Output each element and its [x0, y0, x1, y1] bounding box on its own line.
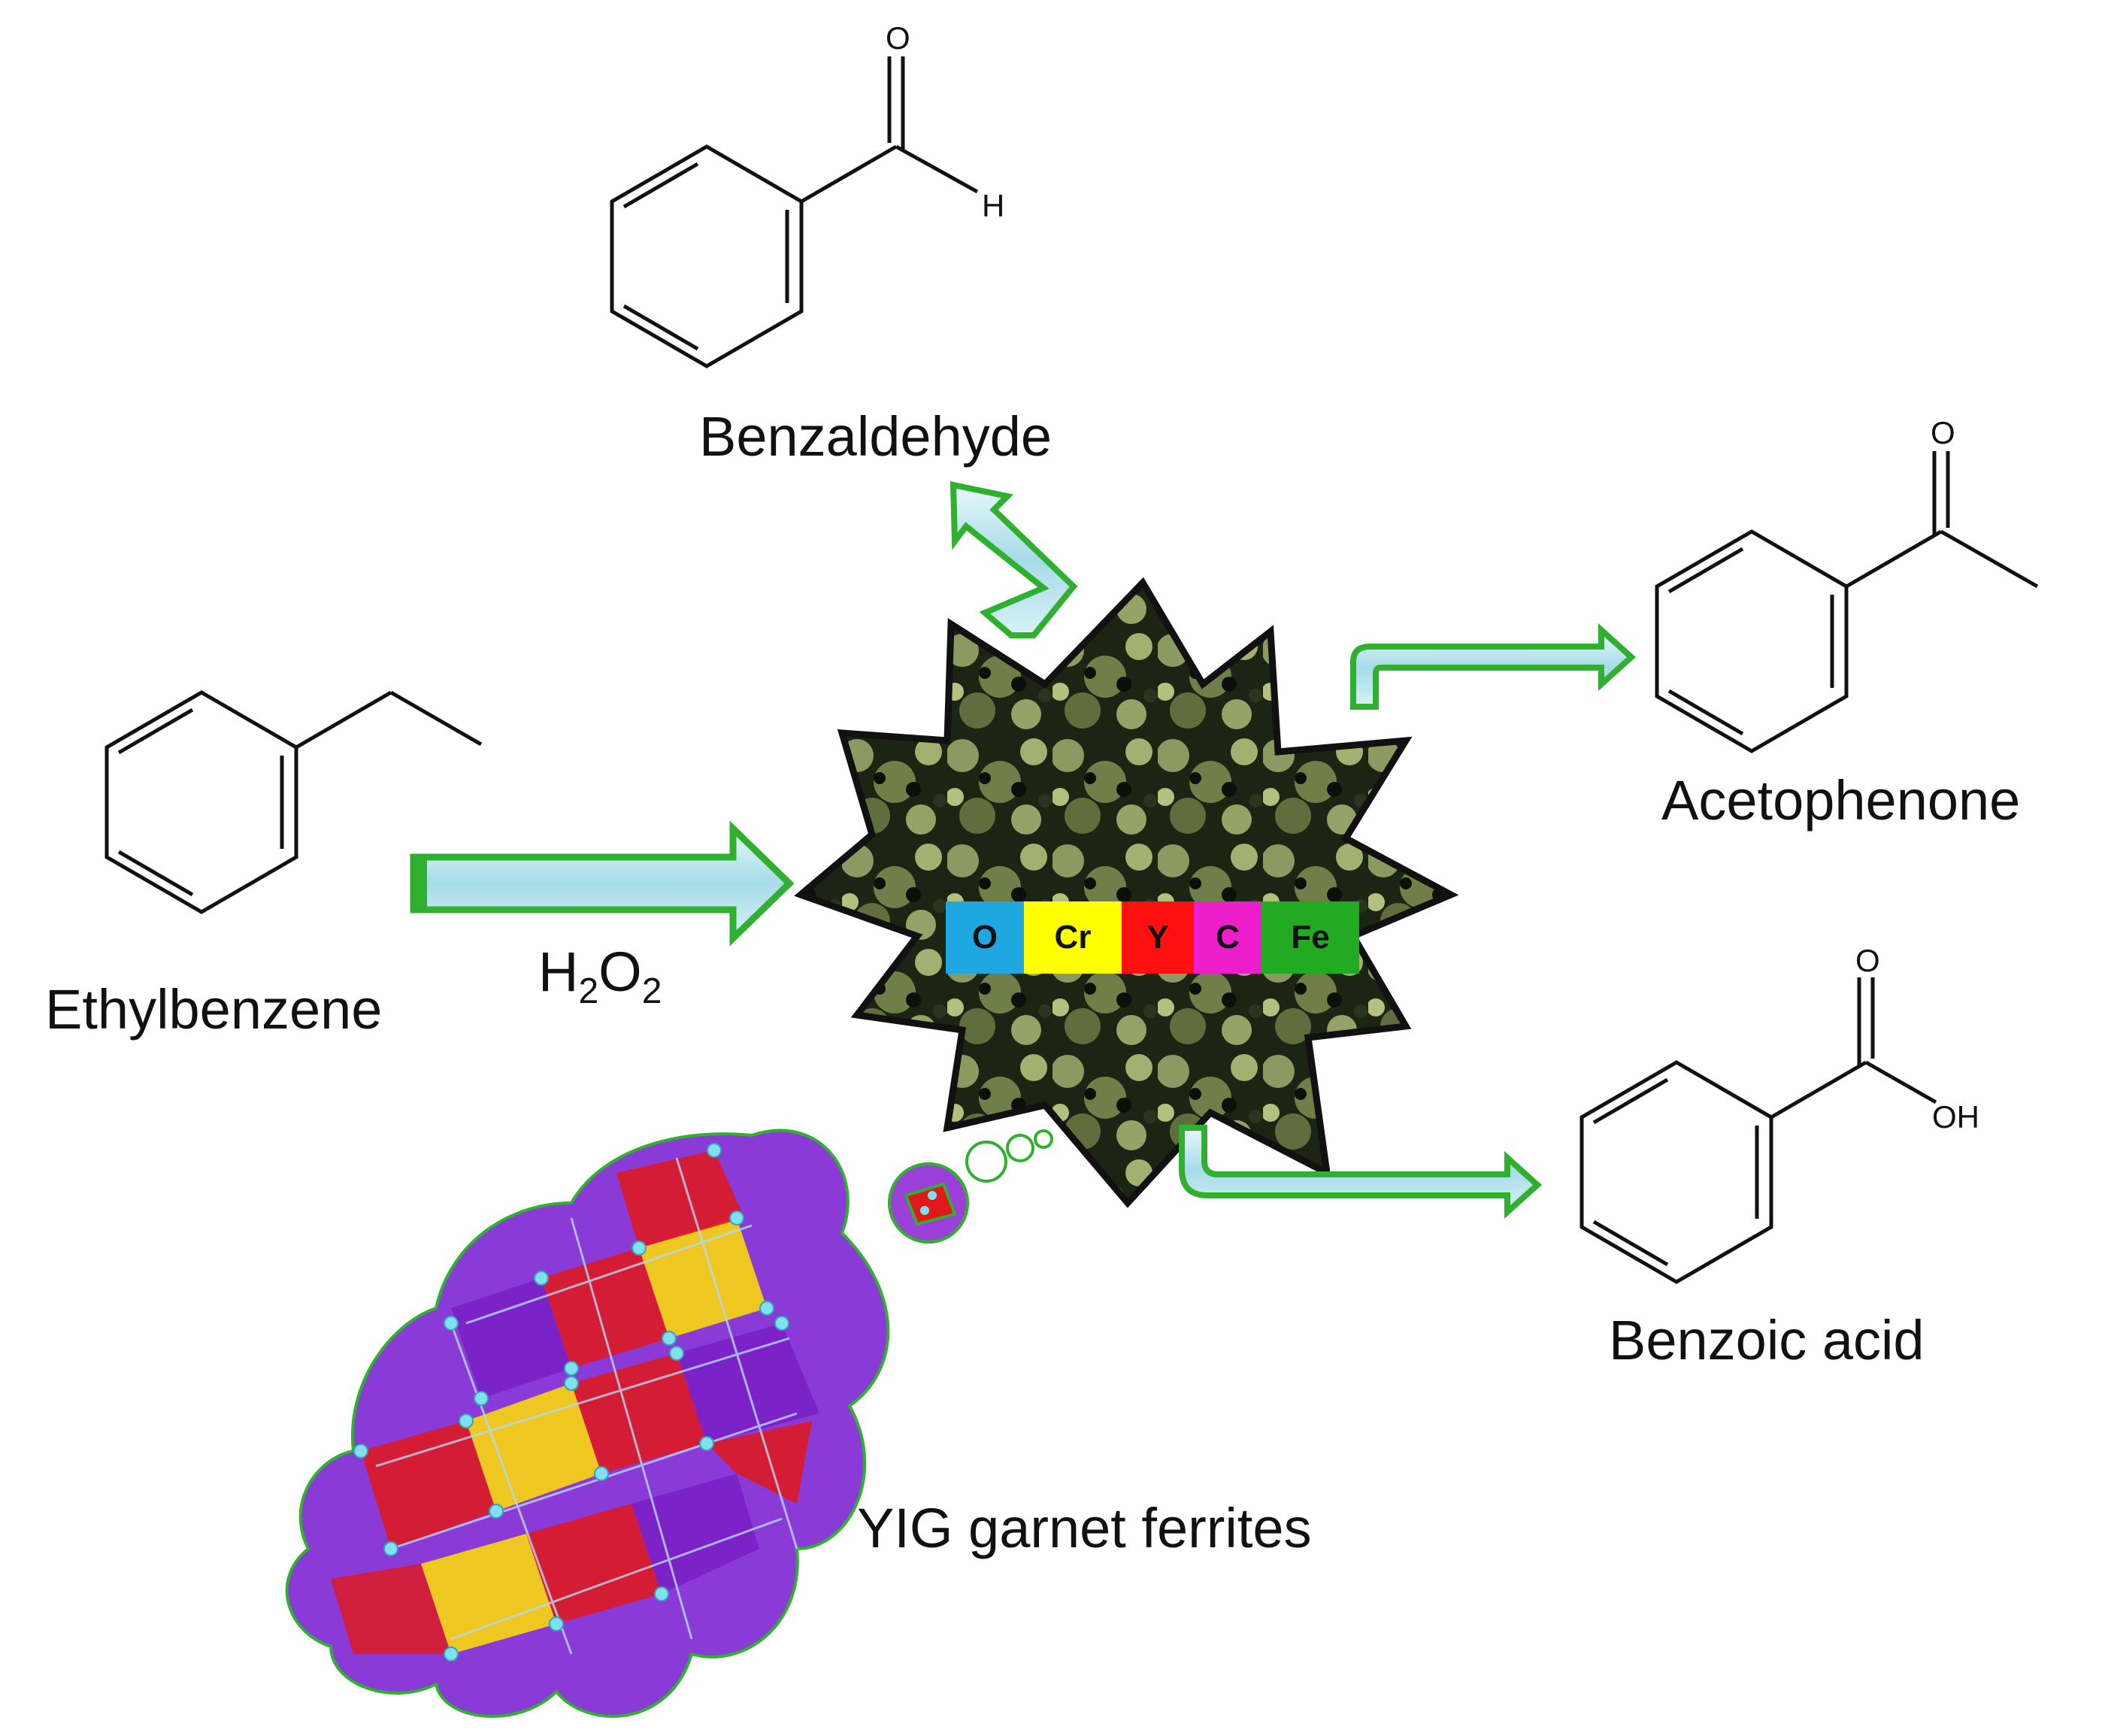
catalyst-label: YIG garnet ferrites [857, 1497, 1312, 1559]
legend-cr: Cr [1024, 901, 1122, 974]
reagent-sub-2: 2 [641, 971, 662, 1011]
benzaldehyde-structure [610, 56, 979, 368]
arrow-to-benzaldehyde [950, 481, 1078, 638]
reaction-arrow [410, 820, 795, 947]
reagent-h: H [538, 941, 579, 1003]
reagent-sub-1: 2 [578, 971, 599, 1011]
yig-crystal-structure [285, 1129, 890, 1718]
benzaldehyde-hydrogen-label: H [982, 188, 1004, 223]
reagent-o: O [598, 941, 642, 1003]
arrow-to-acetophenone [1350, 623, 1636, 710]
ethylbenzene-structure [104, 690, 483, 914]
legend-fe: Fe [1261, 901, 1359, 974]
benzoic-acid-oxygen-label: O [1855, 943, 1880, 978]
catalyst-star [794, 577, 1459, 1208]
legend-c: C [1194, 901, 1261, 974]
benzaldehyde-label: Benzaldehyde [699, 405, 1052, 468]
benzoic-acid-structure [1580, 977, 1937, 1284]
legend-o: O [946, 901, 1024, 974]
reagent-label: H2O2 [538, 940, 662, 1012]
arrow-to-benzoic-acid [1179, 1125, 1542, 1219]
legend-y: Y [1122, 901, 1194, 974]
acetophenone-oxygen-label: O [1931, 415, 1955, 450]
acetophenone-structure [1655, 451, 2039, 753]
ethylbenzene-label: Ethylbenzene [45, 978, 383, 1041]
benzoic-acid-label: Benzoic acid [1609, 1309, 1925, 1371]
element-legend: O Cr Y C Fe [946, 901, 1359, 974]
acetophenone-label: Acetophenone [1661, 769, 2021, 832]
benzaldehyde-oxygen-label: O [886, 20, 910, 56]
benzoic-acid-hydroxyl-label: OH [1932, 1099, 1979, 1135]
connector-bubbles [888, 1129, 1053, 1244]
